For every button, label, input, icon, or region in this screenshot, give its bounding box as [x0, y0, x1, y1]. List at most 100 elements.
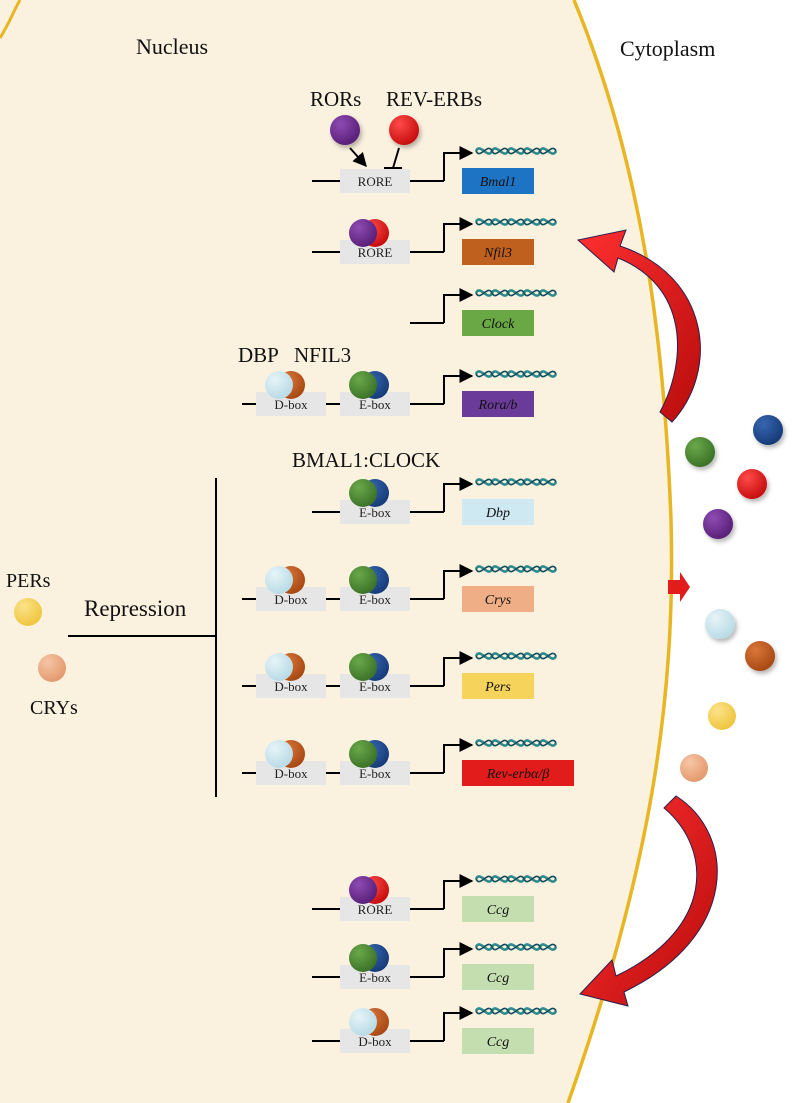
row-5-promoter-arrow [443, 564, 474, 599]
repression-label: Repression [84, 596, 187, 621]
row-1-rore-label: RORE [358, 245, 393, 260]
row-0-rore [340, 169, 410, 193]
row-8-promoter-arrow [443, 874, 474, 909]
row-8-gene-label: Ccg [487, 903, 510, 918]
row-3-dbox-label: D-box [274, 397, 308, 412]
row-7-dbox-label: D-box [274, 766, 308, 781]
rev-erb-protein [389, 115, 419, 145]
row-2-promoter-arrow [443, 288, 474, 323]
cytoplasm-label: Cytoplasm [620, 36, 715, 61]
row-4-factor-0-a [349, 479, 377, 507]
row-0-gene-box [462, 168, 534, 194]
cytoplasm-ror [703, 509, 733, 539]
row-4-gene-label: Dbp [485, 506, 510, 521]
row-3-ebox-label: E-box [359, 397, 391, 412]
ror-protein [330, 115, 360, 145]
row-1-gene-box [462, 239, 534, 265]
row-5-dbox-label: D-box [274, 592, 308, 607]
row-3-factor-0-a [265, 371, 293, 399]
repression-tick [392, 147, 400, 169]
row-3-promoter-arrow [443, 369, 474, 404]
row-6-promoter-arrow [443, 651, 474, 686]
row-7-ebox-label: E-box [359, 766, 391, 781]
row-6-gene-box [462, 673, 534, 699]
row-2-mrna-strand [475, 289, 557, 297]
cytoplasm-clock [753, 415, 783, 445]
row-7-factor-1-a [349, 740, 377, 768]
row-0-gene-label: Bmal1 [480, 175, 517, 190]
row-7-gene-label: Rev-erbα/β [486, 767, 550, 782]
row-4-gene-box [462, 499, 534, 525]
row-3-factor-1-a [349, 371, 377, 399]
row-1-gene-label: Nfil3 [483, 246, 512, 261]
cytoplasm-dbp [705, 609, 735, 639]
import-arrow-upper [576, 229, 701, 423]
row-10-promoter-arrow [443, 1006, 474, 1041]
cytoplasm-rev-erb [737, 469, 767, 499]
row-4-mrna-strand [475, 478, 557, 486]
rev-erbs-label: REV-ERBs [386, 87, 482, 111]
cytoplasm-bmal1 [685, 437, 715, 467]
row-0-rore-label: RORE [358, 174, 393, 189]
row-6-factor-0-a [265, 653, 293, 681]
nuclear-membrane [566, 0, 674, 1103]
nucleus-region [0, 0, 672, 1103]
bmal1-clock-label: BMAL1:CLOCK [292, 448, 440, 472]
row-7-promoter-arrow [443, 738, 474, 773]
row-5-ebox-label: E-box [359, 592, 391, 607]
row-6-gene-label: Pers [484, 680, 511, 695]
row-8-gene-box [462, 896, 534, 922]
row-7-gene-box [462, 760, 574, 786]
crys-label: CRYs [30, 697, 78, 719]
row-9-factor-0-a [349, 944, 377, 972]
activation-arrow [349, 147, 367, 168]
row-1-promoter-arrow [443, 217, 474, 252]
per-protein [14, 598, 42, 626]
nucleus-label: Nucleus [136, 34, 208, 59]
row-3-gene-box [462, 391, 534, 417]
row-9-ebox-label: E-box [359, 970, 391, 985]
pers-label: PERs [6, 570, 51, 592]
row-7-mrna-strand [475, 739, 557, 747]
row-8-mrna-strand [475, 875, 557, 883]
nuclear-export-arrow [668, 572, 690, 602]
row-6-dbox-label: D-box [274, 679, 308, 694]
row-10-gene-box [462, 1028, 534, 1054]
cytoplasm-per [708, 702, 736, 730]
row-6-factor-1-a [349, 653, 377, 681]
row-9-gene-box [462, 964, 534, 990]
row-4-ebox-label: E-box [359, 505, 391, 520]
row-1-factor-0-a [349, 219, 377, 247]
row-10-gene-label: Ccg [487, 1035, 510, 1050]
row-2-gene-box [462, 310, 534, 336]
nfil3-label: NFIL3 [294, 343, 351, 367]
row-5-factor-1-a [349, 566, 377, 594]
row-3-gene-label: Rora/b [478, 398, 518, 413]
rors-label: RORs [310, 87, 361, 111]
row-7-factor-0-a [265, 740, 293, 768]
row-2-gene-label: Clock [482, 317, 515, 332]
row-5-mrna-strand [475, 565, 557, 573]
row-8-rore-label: RORE [358, 902, 393, 917]
row-3-mrna-strand [475, 370, 557, 378]
row-0-mrna-strand [475, 147, 557, 155]
dbp-label: DBP [238, 343, 279, 367]
row-10-factor-0-a [349, 1008, 377, 1036]
row-6-ebox-label: E-box [359, 679, 391, 694]
row-0-promoter-arrow [443, 146, 474, 181]
row-6-mrna-strand [475, 652, 557, 660]
row-9-promoter-arrow [443, 942, 474, 977]
row-5-gene-label: Crys [485, 593, 512, 608]
row-8-factor-0-a [349, 876, 377, 904]
row-1-mrna-strand [475, 218, 557, 226]
import-arrow-lower [579, 795, 718, 1007]
row-9-gene-label: Ccg [487, 971, 510, 986]
cry-protein [38, 654, 66, 682]
row-5-factor-0-a [265, 566, 293, 594]
row-4-promoter-arrow [443, 477, 474, 512]
nuclear-membrane-top [0, 0, 22, 39]
row-9-mrna-strand [475, 943, 557, 951]
cytoplasm-cry [680, 754, 708, 782]
row-10-dbox-label: D-box [358, 1034, 392, 1049]
